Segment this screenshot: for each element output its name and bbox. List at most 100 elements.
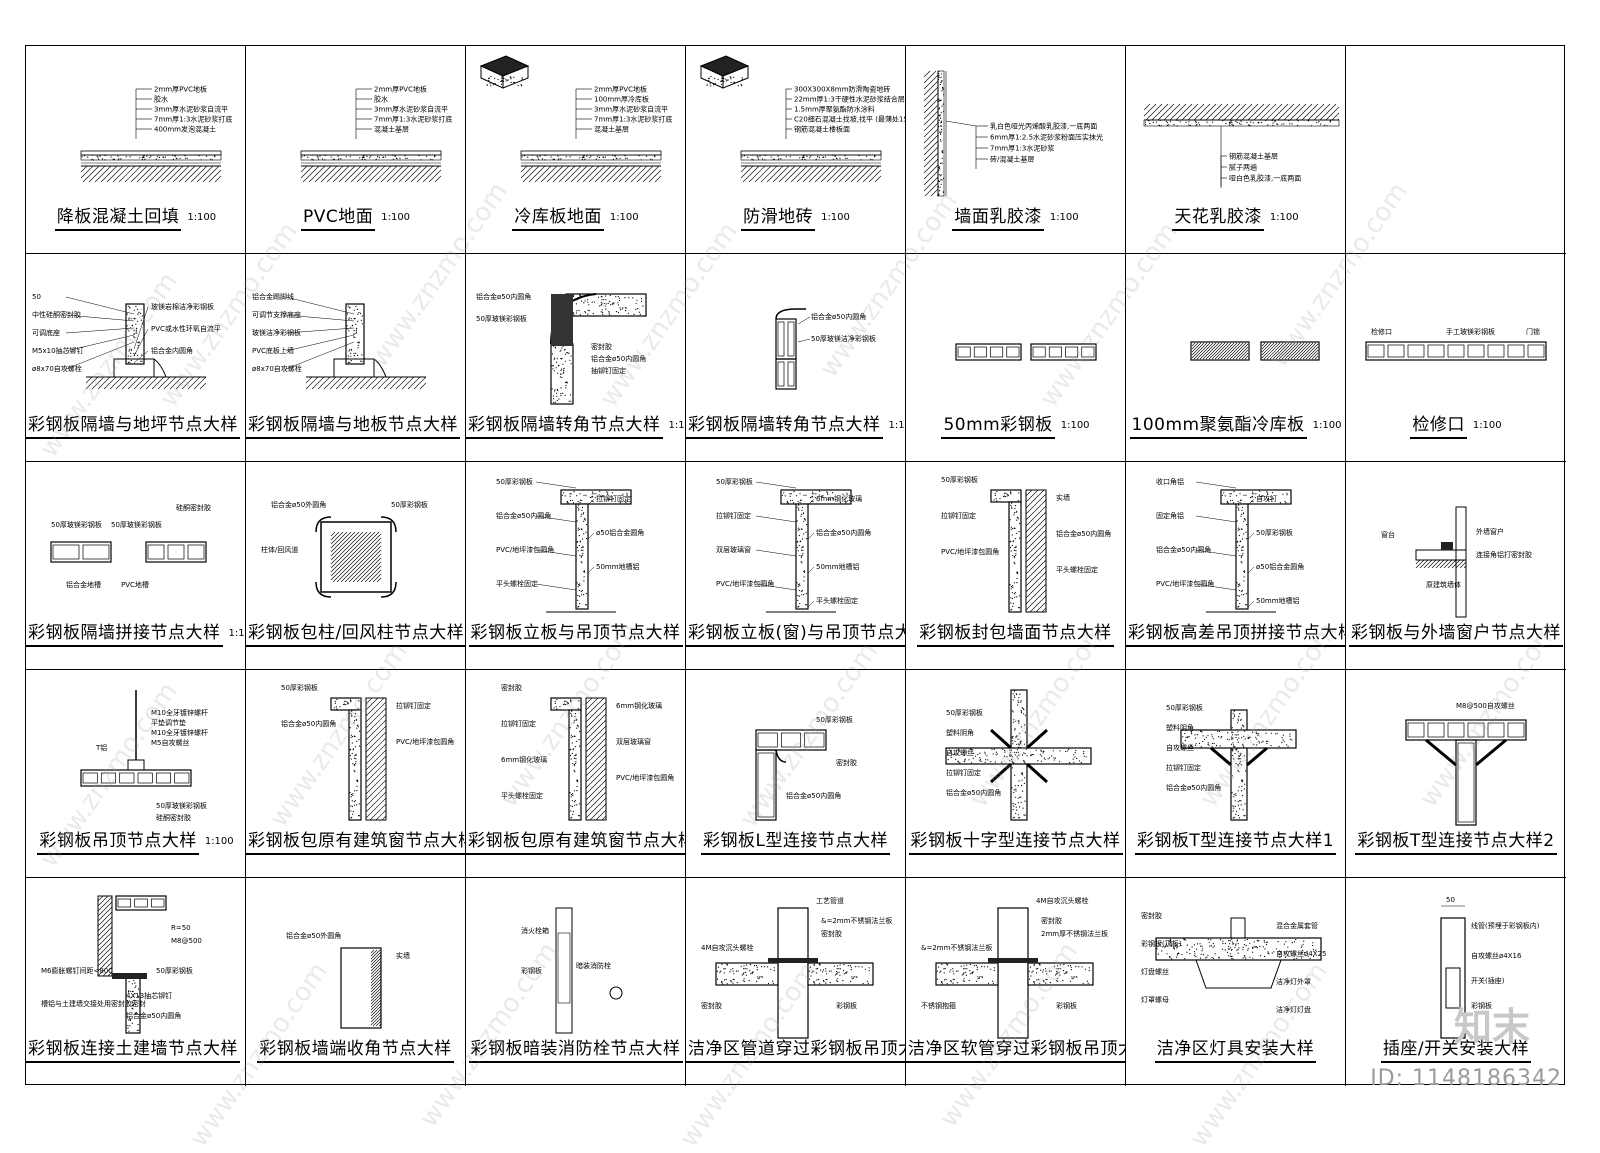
callout-label: PVC或水性环氧自流平 [151, 324, 221, 333]
callout-label: 平头螺栓固定 [501, 791, 543, 800]
detail-caption: 彩钢板立板与吊顶节点大样 [466, 622, 685, 652]
callout-label: 钢筋混凝土楼板面 [794, 125, 850, 134]
callout-label: 50 [32, 293, 41, 301]
detail-title: 插座/开关安装大样 [1380, 1038, 1532, 1063]
callout-label: 50厚玻镁彩钢板 [51, 520, 102, 529]
callout-label: 密封胶 [591, 342, 612, 351]
callout-label: 密封胶 [1141, 911, 1162, 920]
callout-label: T铝 [95, 743, 107, 752]
callout-label: 柱体/回风道 [261, 545, 298, 554]
callout-label: 彩钢板 [1056, 1001, 1077, 1010]
callout-label: 铝合金ø50内圆角 [281, 719, 336, 728]
callout-label: 实墙 [396, 951, 410, 960]
detail-drawing: 2mm厚PVC地板100mm厚冷库板3mm厚水泥砂浆自流平7mm厚1:3水泥砂浆… [479, 55, 672, 183]
callout-label: 平头螺栓固定 [816, 596, 858, 605]
callout-label: 3mm厚水泥砂浆自流平 [594, 105, 668, 114]
callout-label: 硅酮密封胶 [156, 813, 191, 822]
callout-label: 铝合金地槽 [66, 580, 101, 589]
detail-title: 彩钢板墙端收角节点大样 [257, 1038, 454, 1063]
detail-cell: 窗台外墙窗户连接角铝打密封胶原建筑墙体彩钢板与外墙窗户节点大样 [1346, 462, 1566, 670]
detail-caption: 洁净区灯具安装大样 [1126, 1038, 1345, 1068]
callout-label: 开关(插座) [1471, 976, 1505, 985]
detail-caption: 彩钢板暗装消防栓节点大样 [466, 1038, 685, 1068]
detail-title: 彩钢板吊顶节点大样 [37, 830, 199, 855]
detail-title: 100mm聚氨酯冷库板 [1129, 414, 1307, 439]
callout-label: ø50铝合金圆角 [596, 528, 644, 537]
detail-drawing: 工艺管道4M自攻沉头螺栓&=2mm不锈钢法兰板密封胶密封胶彩钢板 [701, 896, 892, 1039]
callout-label: 7mm厚1:3水泥砂浆打底 [594, 115, 672, 124]
detail-drawing: 窗台外墙窗户连接角铝打密封胶原建筑墙体 [1381, 506, 1532, 618]
detail-scale: 1:100 [609, 212, 639, 223]
callout-label: 3mm厚水泥砂浆自流平 [154, 105, 228, 114]
detail-caption: 彩钢板十字型连接节点大样 [906, 830, 1125, 860]
detail-caption: 彩钢板高差吊顶拼接节点大样 [1126, 622, 1345, 652]
callout-label: ø50铝合金圆角 [1256, 562, 1304, 571]
detail-title: 冷库板地面 [512, 206, 604, 231]
callout-label: PVC地槽 [121, 580, 149, 589]
detail-scale: 1:100 [1312, 420, 1342, 431]
callout-label: 铝合金ø50内圆角 [476, 292, 531, 301]
callout-label: 胶水 [374, 95, 388, 104]
callout-label: PVC/地坪漆包圆角 [1156, 579, 1214, 588]
callout-label: 混凝土基层 [374, 125, 409, 134]
detail-caption: 彩钢板T型连接节点大样2 [1346, 830, 1566, 860]
callout-label: 密封胶 [821, 929, 842, 938]
callout-label: 4M自攻沉头螺栓 [701, 943, 754, 952]
detail-drawing: 50厚彩钢板6mm钢化玻璃拉铆钉固定铝合金ø50内圆角双层玻璃窗50mm地槽铝P… [716, 477, 871, 613]
callout-label: PVC/地坪漆包圆角 [716, 579, 774, 588]
callout-label: 4M自攻沉头螺栓 [1036, 896, 1089, 905]
callout-label: 消火栓箱 [521, 926, 549, 935]
callout-label: 50厚彩钢板 [1256, 528, 1293, 537]
callout-label: 双层玻璃窗 [716, 545, 751, 554]
detail-title: 洁净区管道穿过彩钢板吊顶大样 [686, 1038, 905, 1063]
callout-label: 密封胶 [701, 1001, 722, 1010]
watermark-logo: 知末 [1453, 1005, 1530, 1049]
callout-label: PVC底板上墙 [252, 346, 294, 355]
detail-drawing: 300X300X8mm防滑陶瓷地砖22mm厚1:3干硬性水泥砂浆结合层1.5mm… [699, 55, 905, 183]
callout-label: 铝合金ø50内圆角 [591, 354, 646, 363]
detail-title: 彩钢板与外墙窗户节点大样 [1349, 622, 1563, 647]
callout-label: 乳白色哑光丙烯酸乳胶漆,一底两面 [990, 122, 1097, 131]
callout-label: 2mm厚不锈钢法兰板 [1041, 929, 1108, 938]
detail-caption: 彩钢板墙端收角节点大样 [246, 1038, 465, 1068]
callout-label: 外墙窗户 [1476, 527, 1504, 536]
callout-label: 铝合金ø50内圆角 [496, 511, 551, 520]
detail-drawing: 收口角铝自攻钉固定角铝50厚彩钢板铝合金ø50内圆角ø50铝合金圆角PVC/地坪… [1156, 477, 1304, 613]
detail-drawing: 4M自攻沉头螺栓&=2mm不锈钢法兰板密封胶2mm厚不锈钢法兰板不锈钢抱箍彩钢板 [921, 896, 1108, 1039]
callout-label: 可调节支撑底座 [252, 310, 301, 319]
callout-label: 平头螺栓固定 [1056, 565, 1098, 574]
callout-label: 拉铆钉固定 [941, 511, 976, 520]
detail-caption: 彩钢板包原有建筑窗节点大样 [246, 830, 465, 860]
detail-cell: 50厚彩钢板密封胶铝合金ø50内圆角彩钢板L型连接节点大样 [686, 670, 906, 878]
callout-label: &=2mm不锈钢法兰板 [821, 916, 892, 925]
callout-label: 拉铆钉固定 [1166, 763, 1201, 772]
callout-label: 双层玻璃窗 [616, 737, 651, 746]
callout-label: 彩钢板 [521, 966, 542, 975]
callout-label: 密封胶 [501, 683, 522, 692]
callout-label: 铝合金ø50内圆角 [946, 788, 1001, 797]
callout-label: 7mm厚1:3水泥砂浆打底 [154, 115, 232, 124]
callout-label: 2mm厚PVC地板 [374, 85, 427, 94]
detail-scale: 1:100 [668, 420, 686, 431]
